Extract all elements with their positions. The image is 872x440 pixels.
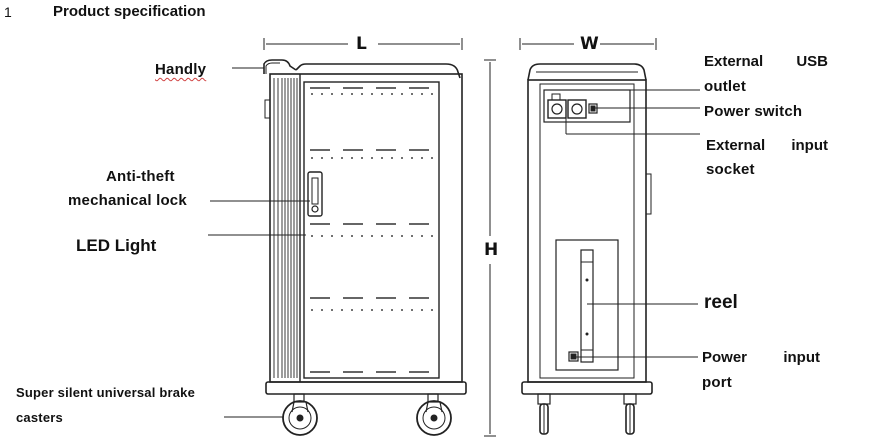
- reel-compartment: [555, 239, 619, 371]
- handle-label: Handly: [155, 61, 207, 78]
- input-socket-label-line2: socket: [706, 161, 755, 178]
- side-caster-left: [282, 393, 318, 436]
- power-port-label-line2: port: [702, 374, 732, 391]
- front-caster-right: [623, 393, 637, 435]
- lock-icon: [307, 171, 323, 217]
- section-title: Product specification: [53, 3, 206, 20]
- input-socket-label-word1: External: [706, 137, 766, 154]
- usb-label-line1: External USB: [704, 53, 828, 70]
- side-view: [263, 59, 467, 395]
- lock-label-line2: mechanical lock: [68, 192, 187, 209]
- usb-label-word1: External: [704, 53, 764, 70]
- height-label: H: [484, 240, 499, 260]
- power-panel: [543, 89, 631, 123]
- power-port-label-word1: Power: [702, 349, 748, 366]
- input-socket-label-line1: External input: [706, 137, 828, 154]
- leader-lines: [208, 67, 700, 418]
- lock-label-line1: Anti-theft: [106, 168, 175, 185]
- input-socket-label-word2: input: [791, 137, 828, 154]
- front-caster-left: [537, 393, 551, 435]
- width-dimension: [519, 38, 657, 50]
- led-label: LED Light: [76, 236, 157, 255]
- casters-label-line1: Super silent universal brake: [16, 385, 196, 400]
- usb-label-word2: USB: [796, 53, 828, 70]
- door-vents: [310, 87, 436, 373]
- power-port-label-word2: input: [783, 349, 820, 366]
- reel-label: reel: [704, 292, 738, 313]
- power-switch-label: Power switch: [704, 103, 803, 120]
- power-port-label-line1: Power input: [702, 349, 820, 366]
- side-caster-right: [416, 393, 452, 436]
- casters-label-line2: casters: [16, 410, 63, 425]
- usb-label-line2: outlet: [704, 78, 747, 95]
- section-number: 1: [4, 4, 12, 20]
- width-label: W: [580, 34, 599, 54]
- door-dots: [311, 93, 433, 311]
- length-dimension: [263, 38, 463, 50]
- length-label: L: [356, 34, 367, 54]
- height-dimension: [484, 59, 496, 437]
- front-view: [521, 63, 653, 395]
